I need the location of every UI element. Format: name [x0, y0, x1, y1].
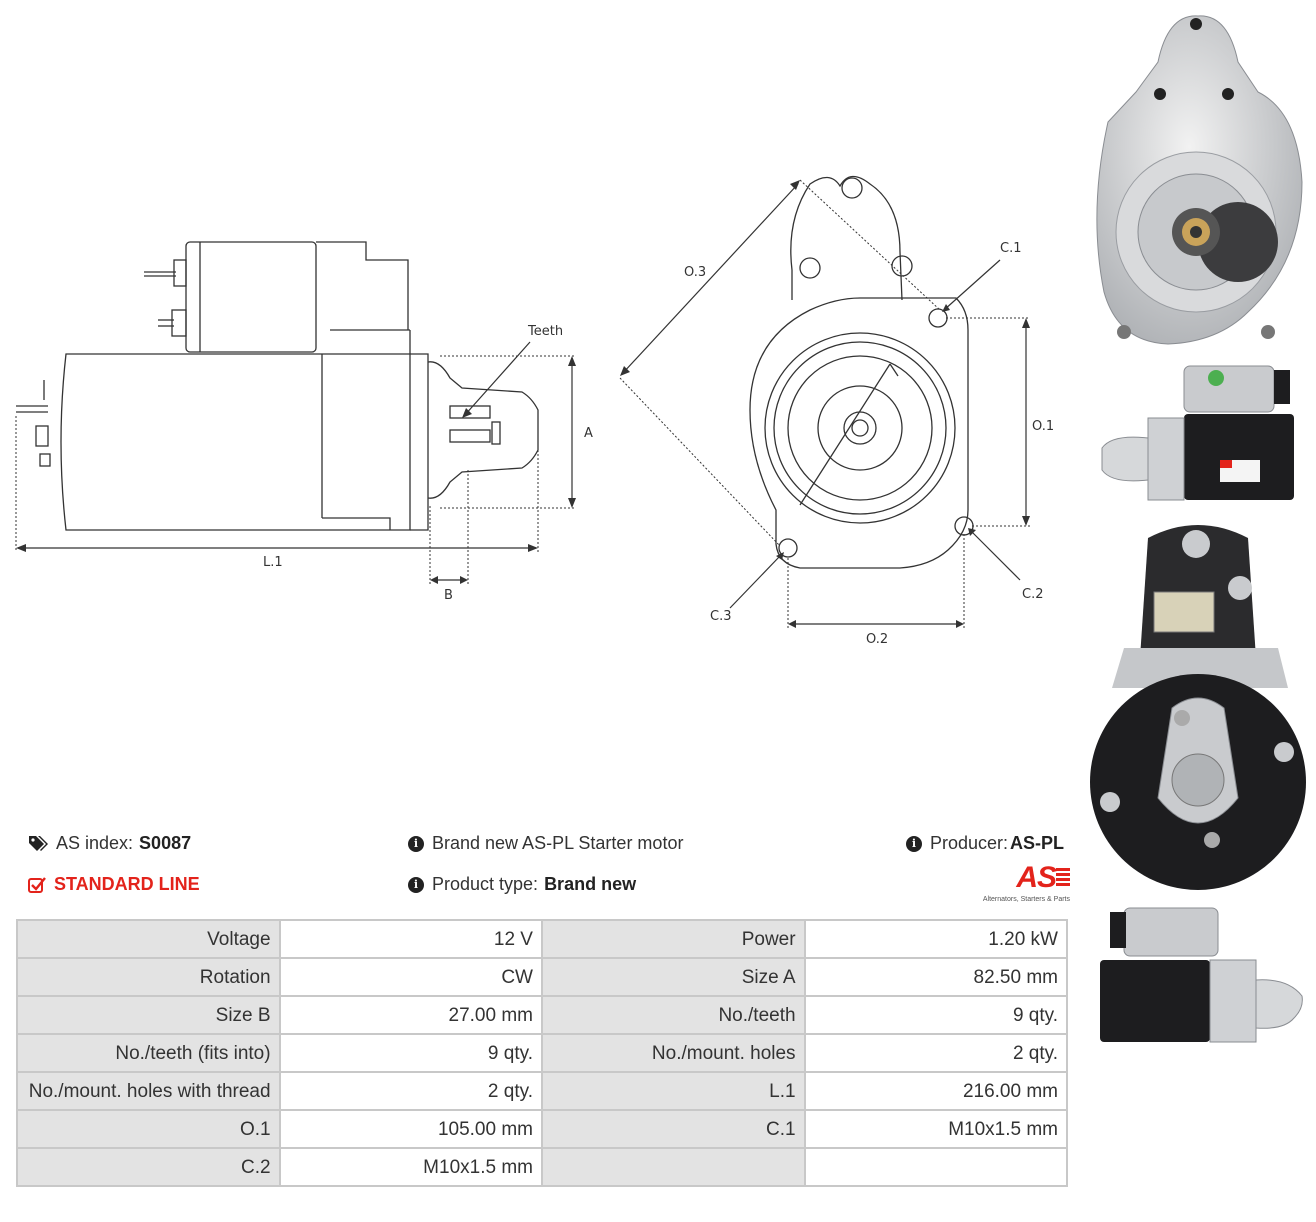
producer: i Producer: AS-PL	[906, 833, 1064, 854]
side-view-drawing: Teeth A L.1 B	[15, 241, 593, 603]
as-index-label: AS index:	[56, 833, 134, 853]
label-c2: C.2	[1022, 587, 1043, 602]
spec-value: 2 qty.	[278, 1071, 543, 1111]
product-photo-side[interactable]	[1088, 360, 1310, 508]
as-index: AS index: S0087	[28, 833, 191, 854]
spec-label: O.1	[16, 1109, 281, 1149]
spec-label: No./mount. holes	[540, 1033, 806, 1073]
standard-line-text: STANDARD LINE	[54, 874, 200, 894]
spec-value	[803, 1147, 1069, 1187]
spec-value: 9 qty.	[803, 995, 1069, 1035]
tags-icon	[29, 835, 48, 851]
spec-value: 12 V	[278, 919, 543, 959]
label-teeth: Teeth	[527, 324, 563, 339]
spec-label: No./mount. holes with thread	[16, 1071, 281, 1111]
spec-value: 2 qty.	[803, 1033, 1069, 1073]
spec-label: Rotation	[16, 957, 281, 997]
spec-value: 9 qty.	[278, 1033, 543, 1073]
spec-label: No./teeth (fits into)	[16, 1033, 281, 1073]
product-photo-front[interactable]	[1088, 12, 1310, 358]
spec-label: Size B	[16, 995, 281, 1035]
front-view-drawing: O.3 C.1 O.1 C.2 C.3 O.2	[619, 175, 1054, 647]
table-row: No./teeth (fits into)9 qty.No./mount. ho…	[16, 1033, 1069, 1073]
spec-value: 1.20 kW	[803, 919, 1069, 959]
spec-value: 27.00 mm	[278, 995, 543, 1035]
spec-label: Size A	[540, 957, 806, 997]
brand-new-info: i Brand new AS-PL Starter motor	[408, 833, 683, 854]
spec-label: C.1	[540, 1109, 806, 1149]
logo-tagline: Alternators, Starters & Parts	[982, 896, 1070, 903]
label-o1: O.1	[1032, 419, 1054, 434]
check-square-icon	[28, 876, 46, 893]
product-type-value: Brand new	[544, 874, 637, 894]
info-icon: i	[408, 876, 424, 893]
label-b: B	[444, 588, 453, 603]
brand-new-text: Brand new AS-PL Starter motor	[432, 833, 684, 853]
label-o3: O.3	[684, 265, 706, 280]
label-c1: C.1	[1000, 241, 1021, 256]
spec-label	[540, 1147, 806, 1187]
product-photo-side-2[interactable]	[1088, 900, 1310, 1068]
spec-label: Voltage	[16, 919, 281, 959]
spec-label: No./teeth	[540, 995, 806, 1035]
spec-value: CW	[278, 957, 543, 997]
product-type: i Product type: Brand new	[408, 874, 636, 895]
spec-value: 105.00 mm	[278, 1109, 543, 1149]
as-pl-logo: AS Alternators, Starters & Parts	[960, 862, 1070, 908]
spec-label: L.1	[540, 1071, 806, 1111]
spec-label: C.2	[16, 1147, 281, 1187]
label-a: A	[584, 426, 593, 441]
label-c3: C.3	[710, 609, 731, 624]
label-o2: O.2	[866, 632, 888, 647]
spec-value: M10x1.5 mm	[803, 1109, 1069, 1149]
producer-label: Producer:	[930, 833, 1009, 853]
standard-line: STANDARD LINE	[28, 874, 200, 895]
spec-value: 216.00 mm	[803, 1071, 1069, 1111]
info-icon: i	[408, 835, 424, 852]
spec-value: 82.50 mm	[803, 957, 1069, 997]
producer-value: AS-PL	[1010, 833, 1065, 853]
spec-value: M10x1.5 mm	[278, 1147, 543, 1187]
product-photo-rear[interactable]	[1088, 518, 1310, 894]
as-index-value: S0087	[139, 833, 192, 853]
logo-mark: AS	[1016, 861, 1057, 894]
product-type-label: Product type:	[432, 874, 539, 894]
spec-label: Power	[540, 919, 806, 959]
label-l1: L.1	[263, 555, 283, 570]
info-icon: i	[906, 835, 922, 852]
